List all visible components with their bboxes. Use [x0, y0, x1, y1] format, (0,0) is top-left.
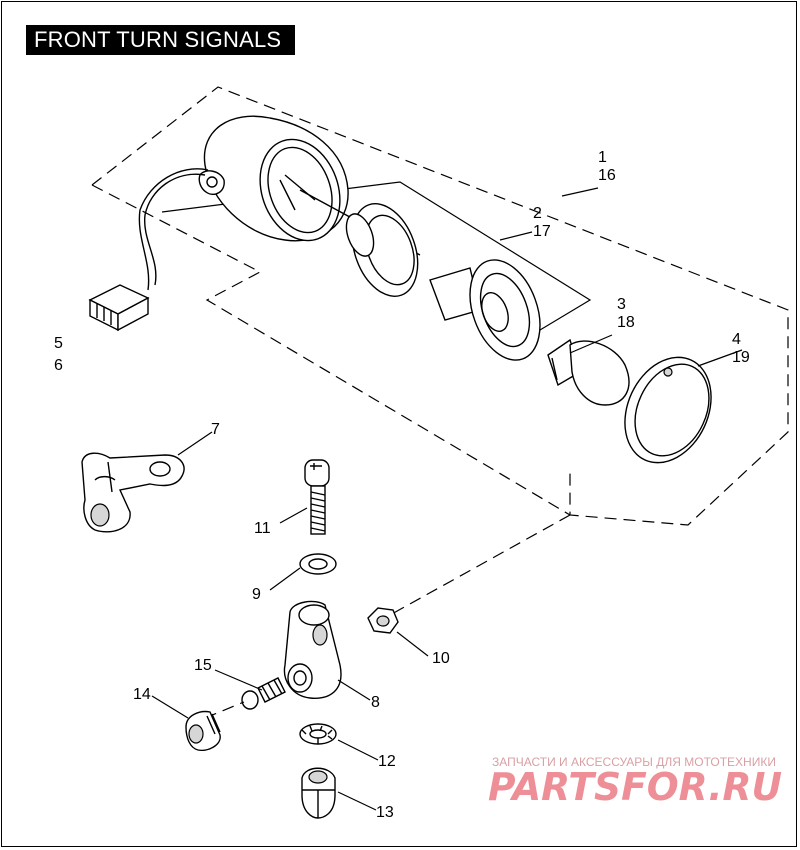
callout-label: 17: [533, 223, 551, 240]
callout-label: 4: [732, 331, 741, 348]
leader-line-14: [151, 695, 189, 719]
hex-nut: [367, 607, 399, 634]
cap-screw: [304, 459, 330, 535]
callout-label: 16: [598, 167, 616, 184]
leader-line-4-19: [697, 349, 743, 367]
callout-label: 7: [211, 421, 220, 438]
leader-line-9: [269, 567, 301, 591]
leader-line-10: [396, 631, 429, 657]
connector-plug: [88, 284, 150, 332]
callout-label: 2: [533, 205, 542, 222]
callout-label: 9: [252, 586, 261, 603]
leader-line-11: [279, 507, 308, 524]
callout-label: 14: [133, 686, 151, 703]
callout-label: 8: [371, 694, 380, 711]
leader-line-1-16: [561, 187, 599, 197]
leader-line-7: [177, 431, 213, 456]
lens: [624, 356, 712, 464]
set-screw: [204, 677, 286, 719]
threaded-plug: [185, 710, 221, 752]
callout-label: 15: [194, 657, 212, 674]
callout-label: 5: [54, 335, 63, 352]
acorn-nut: [301, 767, 336, 819]
callout-label: 19: [732, 349, 750, 366]
clamp-bracket: [283, 600, 342, 699]
leader-line-15: [214, 669, 263, 691]
leader-line-12: [337, 739, 379, 761]
callout-label: 11: [254, 520, 271, 537]
leader-line-8: [337, 679, 371, 701]
flat-washer: [299, 553, 337, 575]
callout-label: 18: [617, 314, 635, 331]
mount-axis-dashed: [389, 514, 571, 616]
leader-line-13: [337, 791, 377, 811]
callout-label: 3: [617, 296, 626, 313]
mounting-bracket: [81, 452, 185, 533]
assembly-outline-dashed-lower: [91, 184, 571, 516]
bulb: [547, 338, 630, 406]
bulb-socket-assembly: [345, 203, 541, 361]
lock-washer: [299, 723, 337, 745]
callout-label: 1: [598, 149, 607, 166]
callout-label: 6: [54, 357, 63, 374]
turn-signal-housing: [198, 115, 349, 242]
watermark-tagline: ЗАПЧАСТИ И АКСЕССУАРЫ ДЛЯ МОТОТЕХНИКИ: [492, 755, 776, 769]
leader-line-2-17: [499, 231, 533, 241]
watermark-logo: PARTSFOR.RU: [488, 765, 782, 809]
callout-label: 12: [378, 753, 396, 770]
page-title: FRONT TURN SIGNALS: [26, 25, 296, 55]
leader-line-3-18: [569, 334, 613, 354]
callout-label: 13: [376, 804, 394, 821]
callout-label: 10: [432, 650, 450, 667]
